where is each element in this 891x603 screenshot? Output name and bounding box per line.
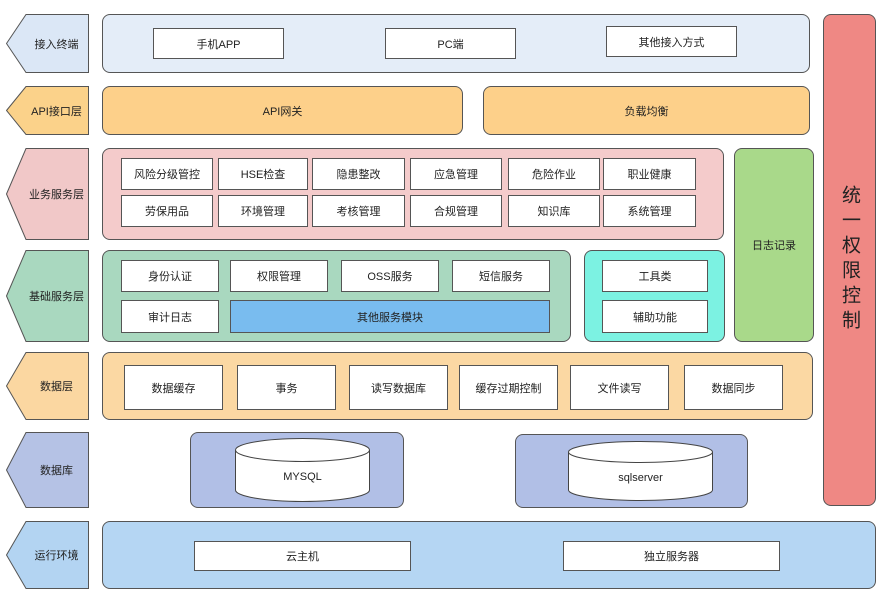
data-item-sync: 数据同步 [684, 365, 783, 410]
data-item-cache-expire: 缓存过期控制 [459, 365, 558, 410]
tools-item-auxiliary: 辅助功能 [602, 300, 708, 333]
data-item-transaction: 事务 [237, 365, 336, 410]
business-item-7: 劳保用品 [121, 195, 213, 227]
load-balancer: 负载均衡 [483, 86, 810, 135]
business-item-4: 应急管理 [410, 158, 502, 190]
layer-arrow-basic: 基础服务层 [6, 250, 89, 342]
layer-arrow-access: 接入终端 [6, 14, 89, 73]
runtime-item-dedicated-server: 独立服务器 [563, 541, 780, 571]
basic-item-permission: 权限管理 [230, 260, 328, 292]
business-item-2: HSE检查 [218, 158, 308, 190]
layer-label-data: 数据层 [40, 381, 73, 393]
access-item-pc: PC端 [385, 28, 516, 59]
basic-item-audit-log: 审计日志 [121, 300, 219, 333]
layer-arrow-database: 数据库 [6, 432, 89, 508]
access-item-mobile-app: 手机APP [153, 28, 284, 59]
business-item-12: 系统管理 [603, 195, 696, 227]
layer-label-api: API接口层 [31, 105, 82, 118]
mysql-label: MYSQL [283, 471, 322, 483]
basic-item-sms: 短信服务 [452, 260, 550, 292]
runtime-item-cloud-host: 云主机 [194, 541, 411, 571]
layer-arrow-runtime: 运行环境 [6, 521, 89, 589]
business-item-9: 考核管理 [312, 195, 405, 227]
layer-label-runtime: 运行环境 [34, 550, 79, 562]
basic-item-other-modules: 其他服务模块 [230, 300, 550, 333]
tools-item-utility: 工具类 [602, 260, 708, 292]
business-item-1: 风险分级管控 [121, 158, 213, 190]
data-item-cache: 数据缓存 [124, 365, 223, 410]
sqlserver-database-icon: sqlserver [568, 441, 713, 501]
layer-label-business: 业务服务层 [29, 189, 84, 201]
layer-label-access: 接入终端 [34, 38, 79, 51]
basic-item-oss: OSS服务 [341, 260, 439, 292]
layer-label-database: 数据库 [40, 465, 73, 477]
business-item-6: 职业健康 [603, 158, 696, 190]
layer-arrow-business: 业务服务层 [6, 148, 89, 240]
business-item-5: 危险作业 [508, 158, 600, 190]
business-item-10: 合规管理 [410, 195, 502, 227]
data-item-rw-db: 读写数据库 [349, 365, 448, 410]
layer-label-basic: 基础服务层 [29, 291, 84, 303]
business-item-11: 知识库 [508, 195, 600, 227]
sqlserver-label: sqlserver [618, 472, 663, 484]
access-item-other: 其他接入方式 [606, 26, 737, 57]
layer-arrow-api: API接口层 [6, 86, 89, 135]
data-item-file-rw: 文件读写 [570, 365, 669, 410]
business-item-8: 环境管理 [218, 195, 308, 227]
api-gateway: API网关 [102, 86, 463, 135]
business-item-3: 隐患整改 [312, 158, 405, 190]
layer-arrow-data: 数据层 [6, 352, 89, 420]
unified-auth-control: 统一权限控制 [823, 14, 876, 506]
basic-item-identity-auth: 身份认证 [121, 260, 219, 292]
mysql-database-icon: MYSQL [235, 438, 370, 502]
unified-auth-control-label: 统一权限控制 [839, 185, 860, 335]
log-record: 日志记录 [734, 148, 814, 342]
